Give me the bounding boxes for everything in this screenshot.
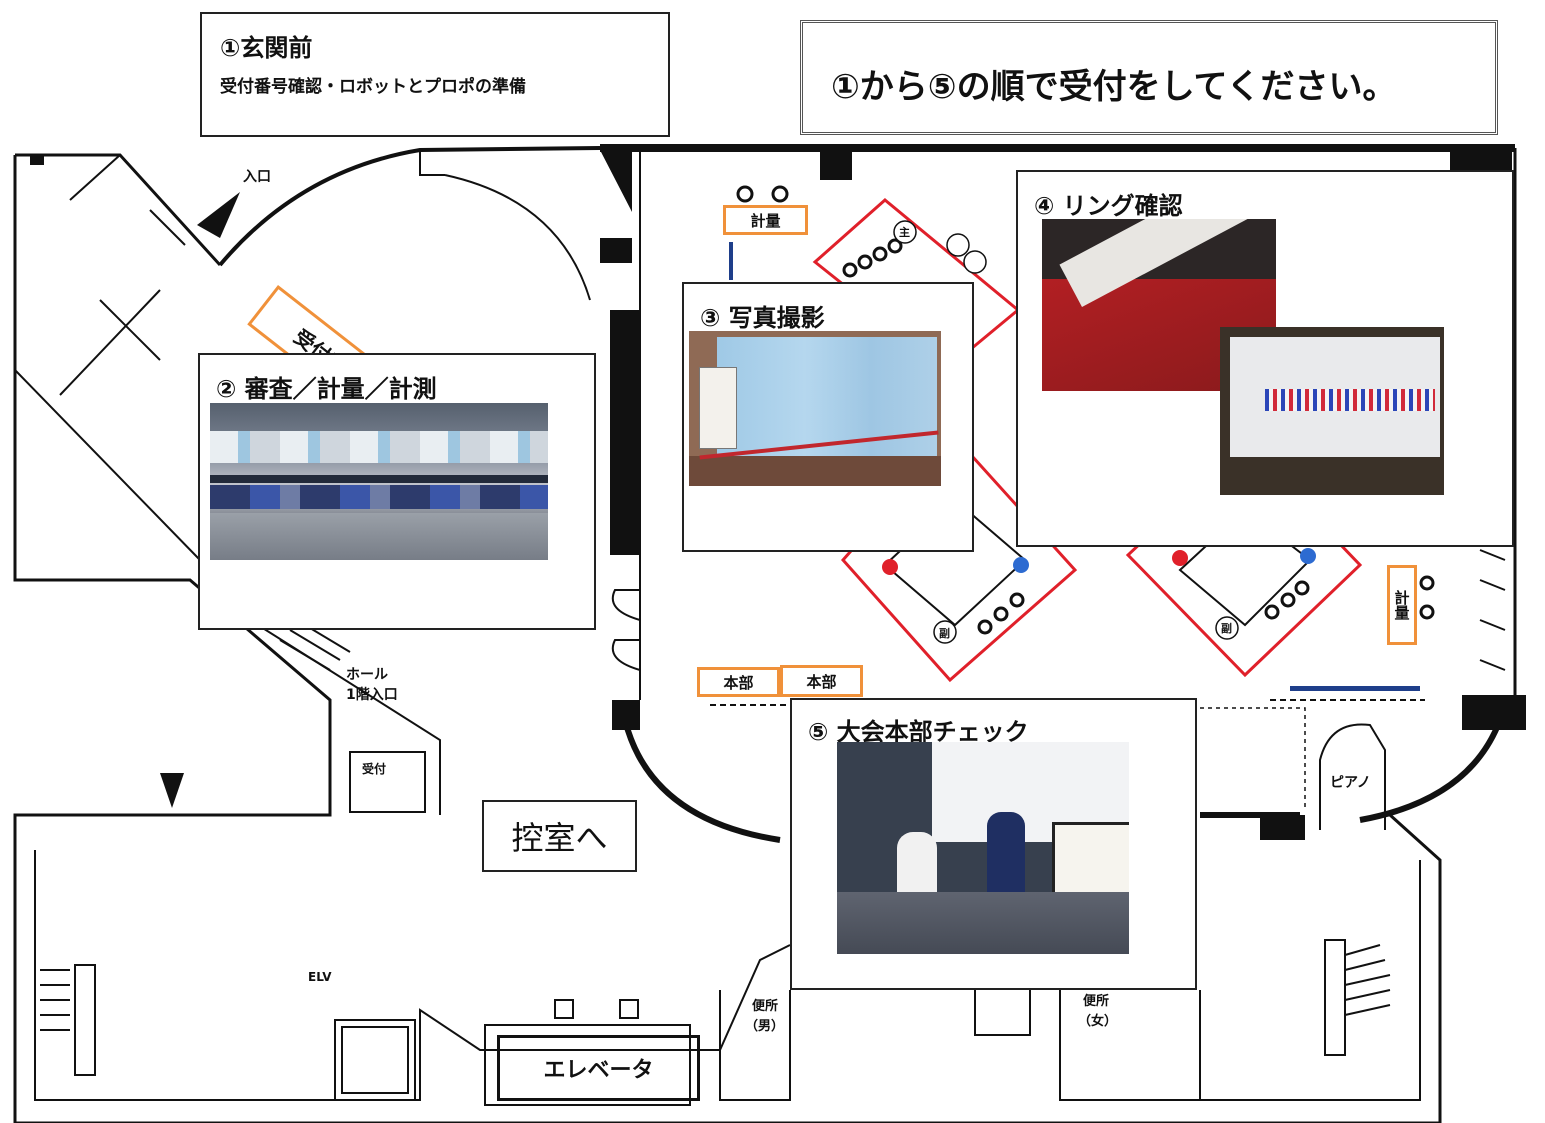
step2-title: ② 審査／計量／計測	[216, 375, 437, 403]
waiting-room-box: 控室へ	[482, 800, 637, 872]
reception-label: 受付	[362, 762, 387, 776]
stairs-left	[40, 969, 70, 1031]
weigh-station-1: 計量	[723, 205, 808, 235]
step1-subtitle: 受付番号確認・ロボットとプロポの準備	[220, 77, 526, 97]
toilet-m-line2: （男）	[745, 1019, 785, 1034]
step4-box: ④ リング確認	[1016, 170, 1514, 547]
step3-photo	[689, 331, 941, 486]
step5-box: ⑤ 大会本部チェック	[790, 698, 1197, 990]
step3-box: ③ 写真撮影	[682, 282, 974, 552]
lower-outline	[13, 813, 1442, 1123]
lobby-curve-inner2	[419, 150, 445, 176]
wall-left-diagonal	[14, 289, 201, 561]
toilet-m-line1: 便所	[752, 999, 779, 1014]
hall-entrance-line1: ホール	[346, 667, 388, 683]
entrance-label: 入口	[243, 169, 271, 185]
step1-title: ①玄関前	[220, 34, 313, 62]
hq-desk-1: 本部	[697, 667, 780, 697]
step2-box: ② 審査／計量／計測	[198, 353, 596, 630]
step5-title: ⑤ 大会本部チェック	[808, 718, 1029, 746]
toilet-f-line2: （女）	[1078, 1014, 1118, 1029]
down-arrow-icon	[160, 773, 184, 808]
step4-title: ④ リング確認	[1034, 192, 1183, 220]
lobby-curve-outer	[218, 146, 601, 267]
lower-inner	[34, 850, 791, 1101]
elevator-box: エレベータ	[497, 1035, 700, 1101]
weigh-station-2: 計量	[1387, 565, 1417, 645]
toilet-f	[1059, 990, 1200, 1101]
step4-photo-board	[1220, 327, 1444, 495]
elv-label: ELV	[308, 970, 332, 984]
main-mark-1: 主	[899, 226, 910, 239]
waiting-room-label: 控室へ	[511, 819, 608, 857]
weigh-label-1: 計量	[750, 211, 781, 230]
hall-entrance-line2: 1階入口	[346, 687, 398, 703]
step1-box: ①玄関前 受付番号確認・ロボットとプロポの準備	[200, 12, 670, 137]
instruction-text: ①から⑤の順で受付をしてください。	[831, 67, 1397, 107]
hall-bottom-curve	[622, 719, 781, 843]
elevator-label: エレベータ	[543, 1058, 654, 1083]
stair-well-right	[1324, 939, 1346, 1056]
lower-inner-right	[1199, 860, 1421, 1101]
sub-mark-2: 副	[1221, 622, 1232, 635]
piano-label: ピアノ	[1330, 772, 1371, 792]
sub-mark-1: 副	[939, 627, 950, 640]
toilet-mid	[974, 984, 1031, 1036]
toilet-f-line1: 便所	[1083, 994, 1110, 1009]
elv-inner	[341, 1026, 409, 1094]
hall-bottom-right-curve	[1359, 718, 1503, 823]
weigh-label-2: 計量	[1392, 590, 1411, 620]
elv-room	[334, 1019, 416, 1101]
door-swing-left	[69, 154, 186, 246]
hq-desk-2: 本部	[780, 665, 863, 697]
piano-room	[1319, 723, 1386, 830]
lobby-curve-inner	[444, 174, 591, 301]
stairs-right	[1344, 944, 1391, 1016]
stair-well-left	[74, 964, 96, 1076]
reception-room	[349, 751, 426, 813]
hq-label-2: 本部	[806, 672, 837, 691]
triangle-arrow-icon	[197, 192, 240, 238]
step5-photo	[837, 742, 1129, 954]
step3-title: ③ 写真撮影	[700, 304, 825, 332]
hq-label-1: 本部	[723, 673, 754, 692]
instruction-box: ①から⑤の順で受付をしてください。	[800, 20, 1498, 135]
step2-photo	[210, 403, 548, 560]
toilet-m	[719, 990, 791, 1101]
